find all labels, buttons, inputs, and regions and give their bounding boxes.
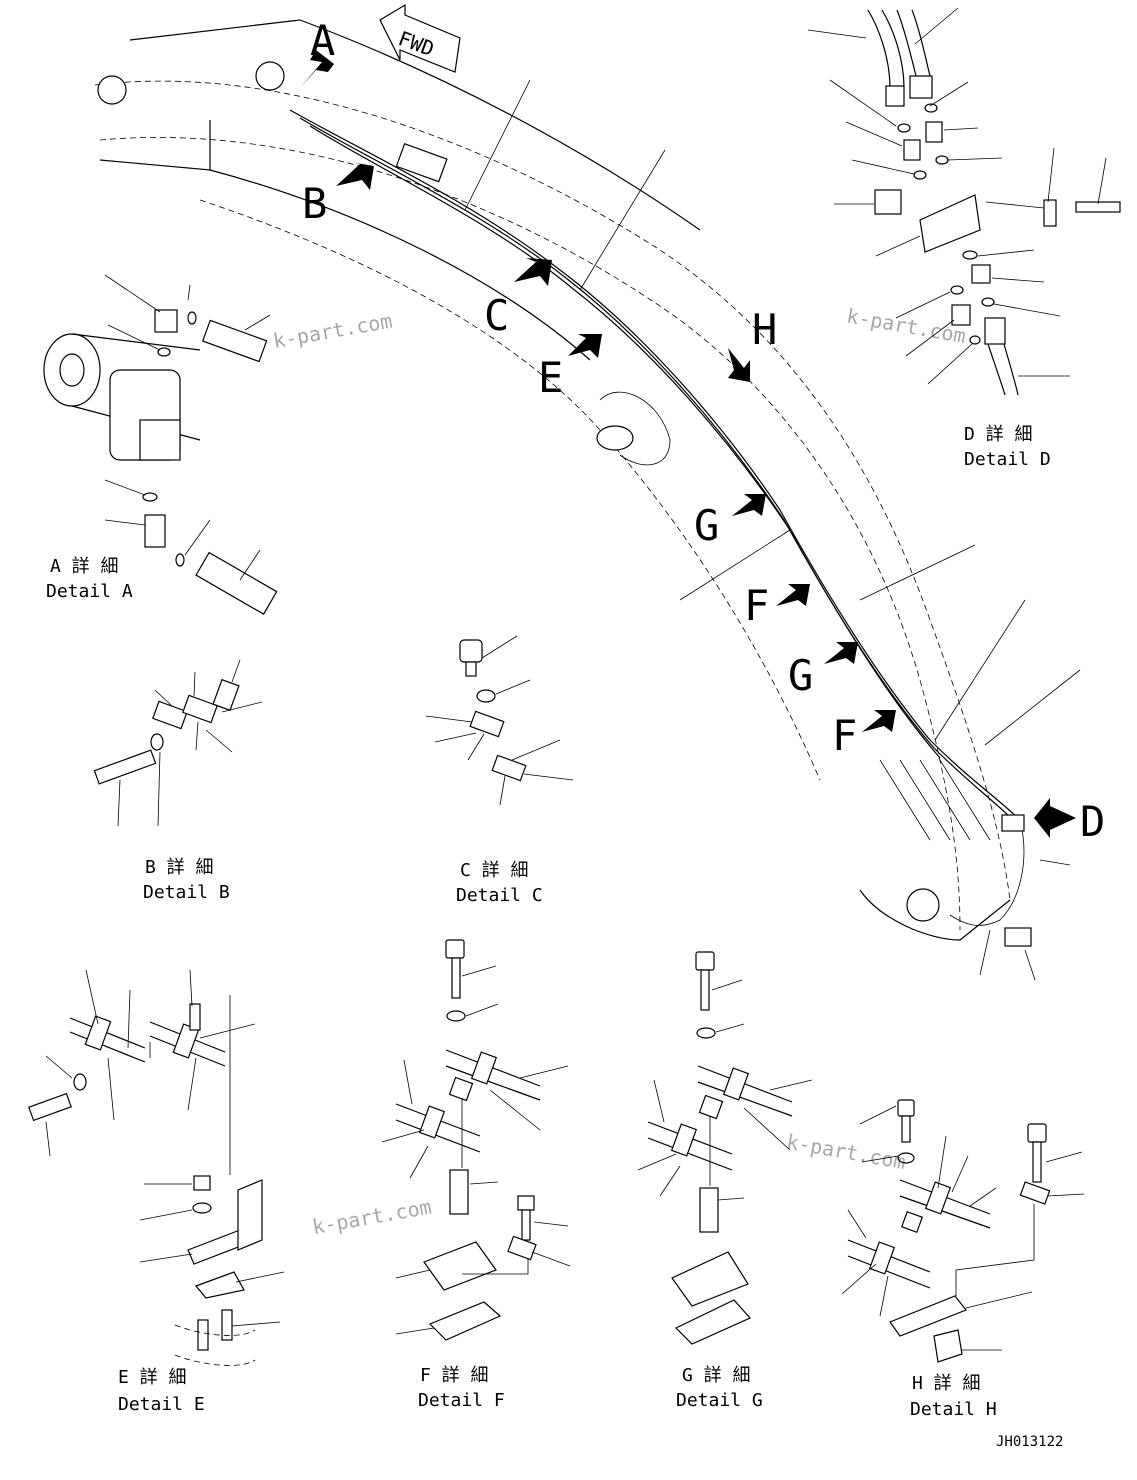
- watermark-2: k-part.com: [845, 304, 968, 349]
- arrow-g1: [732, 494, 766, 516]
- detail-b-title-en: Detail B: [143, 882, 230, 903]
- detail-d-spacer: [874, 189, 902, 215]
- arrow-f2: [862, 710, 896, 732]
- detail-d-title-jp: D 詳 細: [964, 424, 1033, 445]
- callout-g1: G: [694, 501, 719, 550]
- detail-b-drawing: B 詳 細 Detail B: [93, 659, 263, 903]
- watermark-4: k-part.com: [785, 1130, 908, 1175]
- detail-a-elbow-bottom: [144, 514, 166, 548]
- callout-b: B: [302, 179, 327, 228]
- detail-d-title-en: Detail D: [964, 449, 1051, 470]
- detail-c-title-jp: C 詳 細: [460, 860, 529, 881]
- arrow-b: [336, 162, 374, 190]
- arrow-a: [300, 50, 334, 88]
- arrow-d: [1034, 798, 1076, 838]
- detail-d-drawing: D 詳 細 Detail D: [807, 7, 1121, 470]
- detail-c-title-en: Detail C: [456, 885, 543, 906]
- detail-e-title-jp: E 詳 細: [118, 1367, 187, 1388]
- callout-markers: A B C D E F F G G H: [300, 16, 1105, 846]
- detail-e-drawing: E 詳 細 Detail E: [28, 969, 285, 1415]
- detail-d-manifold-block: [919, 194, 981, 253]
- arrow-f1: [776, 584, 810, 606]
- detail-b-title-jp: B 詳 細: [145, 857, 214, 878]
- callout-e: E: [538, 353, 563, 402]
- detail-h-drawing: H 詳 細 Detail H: [841, 1099, 1085, 1420]
- callout-h: H: [752, 305, 777, 354]
- callout-d: D: [1080, 797, 1105, 846]
- detail-a-title-jp: A 詳 細: [50, 556, 119, 577]
- detail-a-drawing: A 詳 細 Detail A: [43, 274, 278, 615]
- detail-h-title-en: Detail H: [910, 1399, 997, 1420]
- arrow-e: [568, 334, 602, 358]
- detail-f-drawing: F 詳 細 Detail F: [381, 939, 571, 1411]
- callout-g2: G: [788, 651, 813, 700]
- detail-g-drawing: G 詳 細 Detail G: [637, 951, 813, 1411]
- hydraulic-lines: [289, 109, 1032, 947]
- watermark-3: k-part.com: [310, 1195, 433, 1240]
- detail-e-title-en: Detail E: [118, 1394, 205, 1415]
- callout-a: A: [310, 16, 335, 65]
- arrow-c: [514, 258, 552, 286]
- detail-g-title-en: Detail G: [676, 1390, 763, 1411]
- detail-a-title-en: Detail A: [46, 581, 133, 602]
- callout-f2: F: [832, 711, 857, 760]
- detail-a-elbow-top: [154, 309, 178, 333]
- detail-c-drawing: C 詳 細 Detail C: [425, 635, 574, 906]
- arrow-h: [728, 348, 750, 382]
- detail-g-title-jp: G 詳 細: [682, 1365, 751, 1386]
- detail-f-title-en: Detail F: [418, 1390, 505, 1411]
- callout-f1: F: [744, 581, 769, 630]
- detail-h-title-jp: H 詳 細: [912, 1373, 981, 1394]
- drawing-number: JH013122: [996, 1434, 1063, 1450]
- boom-outline: [94, 19, 1011, 941]
- arrow-g2: [824, 642, 858, 664]
- callout-c: C: [484, 291, 509, 340]
- watermark-1: k-part.com: [271, 309, 394, 354]
- forward-direction-indicator: FWD: [379, 3, 461, 73]
- boom-leader-lines: [464, 79, 1081, 981]
- detail-f-title-jp: F 詳 細: [420, 1365, 489, 1386]
